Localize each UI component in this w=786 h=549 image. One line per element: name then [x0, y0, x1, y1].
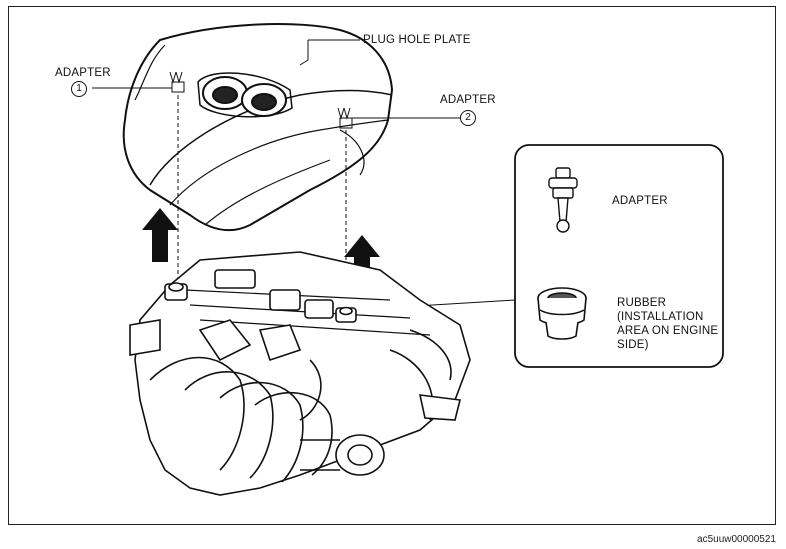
- figure-code: ac5uuw00000521: [697, 534, 776, 545]
- plug-hole-plate: [122, 23, 394, 232]
- callout-1: 1: [71, 81, 87, 97]
- detail-rubber: [537, 287, 587, 340]
- engine-assembly: [129, 251, 471, 496]
- rubber-label: RUBBER (INSTALLATION AREA ON ENGINE SIDE…: [617, 297, 719, 351]
- callout-2: 2: [460, 110, 476, 126]
- diagram-frame: [8, 6, 776, 525]
- detail-adapter: [548, 167, 578, 233]
- alignment-lines: [177, 95, 347, 312]
- adapter-2-on-cover: [337, 107, 353, 129]
- adapter-label-1: ADAPTER: [55, 67, 111, 79]
- adapter-1-on-cover: [169, 71, 185, 93]
- adapter-label-2: ADAPTER: [440, 94, 496, 106]
- plug-hole-plate-label: PLUG HOLE PLATE: [363, 34, 471, 46]
- adapter-detail-label: ADAPTER: [612, 195, 668, 207]
